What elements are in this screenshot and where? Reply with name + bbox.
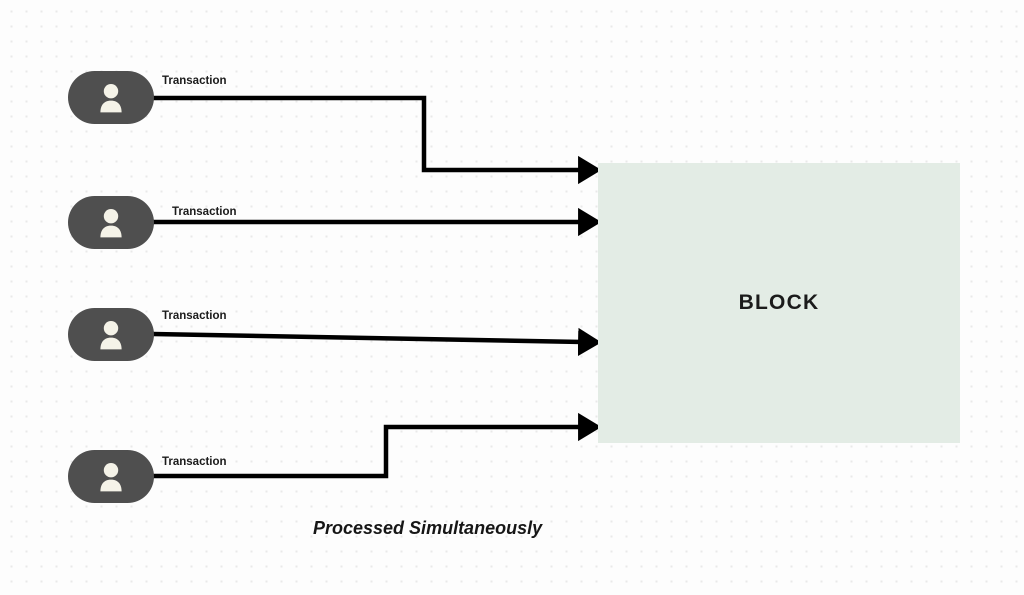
user-pill-1[interactable]: [68, 71, 154, 124]
transaction-label-1: Transaction: [162, 75, 227, 87]
block-node[interactable]: BLOCK: [598, 163, 960, 443]
transaction-label-2: Transaction: [172, 206, 237, 218]
user-pill-3[interactable]: [68, 308, 154, 361]
connector-transaction-1: [153, 95, 602, 185]
user-icon: [98, 83, 124, 113]
transaction-label-4: Transaction: [162, 456, 227, 468]
user-pill-4[interactable]: [68, 450, 154, 503]
connector-transaction-4: [153, 412, 602, 479]
block-label: BLOCK: [738, 291, 820, 314]
user-pill-2[interactable]: [68, 196, 154, 249]
user-icon: [98, 320, 124, 350]
user-icon: [98, 462, 124, 492]
user-icon: [98, 208, 124, 238]
connector-transaction-3: [152, 327, 602, 357]
transaction-label-3: Transaction: [162, 310, 227, 322]
diagram-caption: Processed Simultaneously: [313, 518, 543, 538]
